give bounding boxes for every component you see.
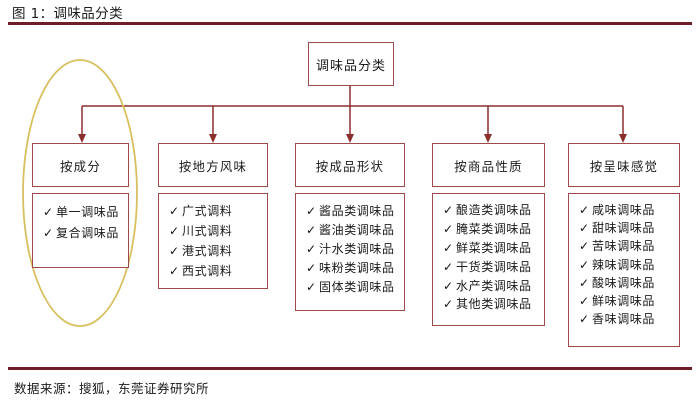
figure-source: 数据来源：搜狐，东莞证券研究所 (14, 381, 210, 396)
list-item-label: 辣味调味品 (592, 257, 656, 272)
list-item[interactable]: ✓ 广式调料 (159, 205, 267, 217)
list-item[interactable]: ✓ 鲜菜类调味品 (433, 242, 544, 254)
list-item-label: 鲜味调味品 (592, 294, 656, 309)
list-item[interactable]: ✓ 鲜味调味品 (569, 295, 679, 307)
root-node-label: 调味品分类 (315, 58, 386, 74)
check-icon: ✓ (443, 222, 454, 237)
category-header-4[interactable]: 按商品性质 (432, 143, 545, 187)
list-item[interactable]: ✓ 川式调料 (159, 225, 267, 237)
check-icon: ✓ (443, 297, 454, 312)
list-item-label: 苦味调味品 (592, 239, 656, 254)
top-divider-rule (8, 22, 692, 25)
category-header-2-label: 按地方风味 (178, 158, 248, 174)
list-item-label: 水产类调味品 (456, 278, 532, 293)
list-item-label: 港式调料 (182, 244, 233, 258)
check-icon: ✓ (579, 275, 590, 290)
category-list-4[interactable]: ✓ 酿造类调味品 ✓ 腌菜类调味品 ✓ 鲜菜类调味品 ✓ 干货类调味品 ✓ 水产… (432, 193, 545, 326)
check-icon: ✓ (579, 221, 590, 236)
list-item[interactable]: ✓ 水产类调味品 (433, 280, 544, 292)
category-header-3[interactable]: 按成品形状 (295, 143, 405, 187)
list-item[interactable]: ✓ 甜味调味品 (569, 222, 679, 234)
category-header-3-label: 按成品形状 (315, 158, 385, 174)
check-icon: ✓ (443, 278, 454, 293)
list-item[interactable]: ✓ 酱品类调味品 (296, 205, 404, 217)
check-icon: ✓ (306, 222, 317, 237)
list-item[interactable]: ✓ 香味调味品 (569, 313, 679, 325)
list-item-label: 西式调料 (182, 264, 233, 278)
list-item-label: 广式调料 (182, 204, 233, 218)
list-item-label: 酿造类调味品 (456, 203, 532, 218)
list-item-label: 酱品类调味品 (319, 203, 395, 218)
list-item[interactable]: ✓ 酱油类调味品 (296, 224, 404, 236)
check-icon: ✓ (579, 257, 590, 272)
check-icon: ✓ (443, 203, 454, 218)
category-header-4-label: 按商品性质 (454, 158, 523, 174)
check-icon: ✓ (169, 264, 180, 278)
list-item[interactable]: ✓ 其他类调味品 (433, 298, 544, 310)
category-header-5[interactable]: 按呈味感觉 (568, 143, 680, 187)
category-header-1-label: 按成分 (59, 158, 102, 174)
list-item[interactable]: ✓ 港式调料 (159, 245, 267, 257)
list-item-label: 汁水类调味品 (319, 241, 395, 256)
category-list-1[interactable]: ✓ 单一调味品 ✓ 复合调味品 (32, 193, 129, 268)
list-item[interactable]: ✓ 咸味调味品 (569, 204, 679, 216)
check-icon: ✓ (169, 224, 180, 238)
list-item[interactable]: ✓ 固体类调味品 (296, 281, 404, 293)
classification-diagram: 调味品分类 按成分 ✓ 单一调味品 ✓ 复合调味品 按地方风味 ✓ 广式调料 (0, 28, 700, 364)
check-icon: ✓ (43, 204, 54, 219)
list-item-label: 味粉类调味品 (319, 261, 395, 276)
list-item[interactable]: ✓ 苦味调味品 (569, 240, 679, 252)
category-header-1[interactable]: 按成分 (32, 143, 129, 187)
check-icon: ✓ (306, 280, 317, 295)
check-icon: ✓ (579, 203, 590, 218)
check-icon: ✓ (306, 261, 317, 276)
list-item-label: 固体类调味品 (319, 280, 395, 295)
check-icon: ✓ (579, 312, 590, 327)
figure-title: 图 1：调味品分类 (12, 6, 123, 22)
list-item[interactable]: ✓ 西式调料 (159, 265, 267, 277)
check-icon: ✓ (169, 204, 180, 218)
check-icon: ✓ (306, 241, 317, 256)
root-node[interactable]: 调味品分类 (308, 42, 394, 86)
list-item[interactable]: ✓ 腌菜类调味品 (433, 223, 544, 235)
list-item-label: 酸味调味品 (592, 275, 656, 290)
category-list-5[interactable]: ✓ 咸味调味品 ✓ 甜味调味品 ✓ 苦味调味品 ✓ 辣味调味品 ✓ 酸味调味品 … (568, 193, 680, 347)
check-icon: ✓ (579, 239, 590, 254)
list-item-label: 香味调味品 (592, 312, 656, 327)
check-icon: ✓ (443, 259, 454, 274)
check-icon: ✓ (306, 203, 317, 218)
list-item-label: 干货类调味品 (456, 259, 532, 274)
list-item[interactable]: ✓ 干货类调味品 (433, 261, 544, 273)
category-header-2[interactable]: 按地方风味 (158, 143, 268, 187)
list-item-label: 其他类调味品 (456, 297, 532, 312)
list-item[interactable]: ✓ 单一调味品 (33, 206, 128, 218)
category-header-5-label: 按呈味感觉 (589, 158, 659, 174)
check-icon: ✓ (443, 240, 454, 255)
list-item-label: 酱油类调味品 (319, 222, 395, 237)
list-item-label: 甜味调味品 (592, 221, 656, 236)
list-item-label: 咸味调味品 (592, 203, 656, 218)
bottom-divider-rule (8, 367, 692, 370)
list-item-label: 单一调味品 (56, 204, 120, 219)
list-item[interactable]: ✓ 复合调味品 (33, 227, 128, 239)
list-item-label: 腌菜类调味品 (456, 222, 532, 237)
check-icon: ✓ (579, 294, 590, 309)
list-item-label: 鲜菜类调味品 (456, 240, 532, 255)
list-item-label: 复合调味品 (56, 225, 120, 240)
check-icon: ✓ (43, 225, 54, 240)
list-item-label: 川式调料 (182, 224, 233, 238)
list-item[interactable]: ✓ 酸味调味品 (569, 277, 679, 289)
category-list-3[interactable]: ✓ 酱品类调味品 ✓ 酱油类调味品 ✓ 汁水类调味品 ✓ 味粉类调味品 ✓ 固体… (295, 193, 405, 311)
category-list-2[interactable]: ✓ 广式调料 ✓ 川式调料 ✓ 港式调料 ✓ 西式调料 (158, 193, 268, 289)
check-icon: ✓ (169, 244, 180, 258)
list-item[interactable]: ✓ 味粉类调味品 (296, 262, 404, 274)
list-item[interactable]: ✓ 酿造类调味品 (433, 204, 544, 216)
list-item[interactable]: ✓ 辣味调味品 (569, 259, 679, 271)
list-item[interactable]: ✓ 汁水类调味品 (296, 243, 404, 255)
